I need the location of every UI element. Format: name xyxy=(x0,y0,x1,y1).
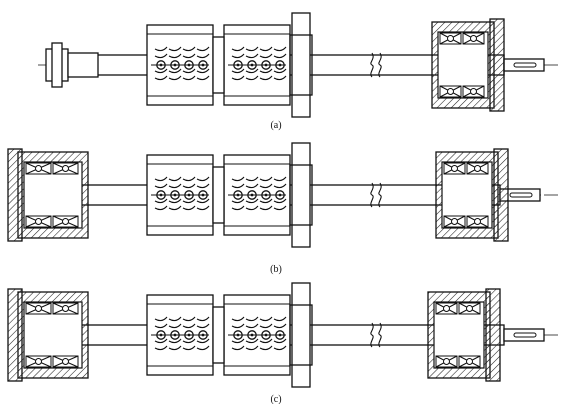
keyway xyxy=(509,192,533,198)
return-spring xyxy=(196,176,210,211)
right-end-cap xyxy=(493,148,509,242)
return-spring xyxy=(259,46,273,81)
bearing-ball xyxy=(62,305,69,312)
return-spring xyxy=(273,46,287,81)
shaft-break xyxy=(370,52,382,78)
nut-spacer xyxy=(212,166,225,224)
bearing-ball xyxy=(35,165,42,172)
left-journal xyxy=(67,52,99,78)
bearing-ball xyxy=(447,35,454,42)
bearing-ball xyxy=(474,165,481,172)
ball-nut xyxy=(223,294,291,376)
return-spring xyxy=(273,316,287,351)
panel-b: (b) xyxy=(7,142,560,275)
return-spring xyxy=(182,176,196,211)
right-end-cap xyxy=(489,18,505,112)
bearing-ball xyxy=(62,358,69,365)
right-bearing-housing xyxy=(431,21,495,109)
bearing-ball xyxy=(451,218,458,225)
bearing-ball xyxy=(443,358,450,365)
shaft-break xyxy=(370,322,382,348)
panel-label: (b) xyxy=(270,264,282,275)
return-spring xyxy=(154,316,168,351)
bearing-ball xyxy=(443,305,450,312)
nut-flange xyxy=(291,12,311,118)
left-bearing-housing xyxy=(17,151,89,239)
ball-nut xyxy=(146,24,214,106)
return-spring xyxy=(231,316,245,351)
return-spring xyxy=(182,46,196,81)
ball-nut xyxy=(223,24,291,106)
return-spring xyxy=(168,316,182,351)
shaft-break xyxy=(370,182,382,208)
bearing-ball xyxy=(466,305,473,312)
left-bearing-housing xyxy=(17,291,89,379)
return-spring xyxy=(273,176,287,211)
return-spring xyxy=(196,316,210,351)
bearing-ball xyxy=(466,358,473,365)
bearing-ball xyxy=(447,88,454,95)
flange-neck xyxy=(289,304,313,366)
bearing-ball xyxy=(470,35,477,42)
left-end-cap xyxy=(7,148,23,242)
return-spring xyxy=(231,176,245,211)
panel-label: (c) xyxy=(270,394,281,404)
return-spring xyxy=(245,316,259,351)
bearing-ball xyxy=(35,218,42,225)
keyway xyxy=(513,62,537,68)
shaft-journal xyxy=(503,328,545,342)
shaft-journal xyxy=(503,58,545,72)
bearing-ball xyxy=(470,88,477,95)
right-bearing-housing xyxy=(435,151,499,239)
left-lock-washer xyxy=(51,42,63,88)
return-spring xyxy=(245,176,259,211)
nut-flange xyxy=(291,282,311,388)
return-spring xyxy=(259,176,273,211)
return-spring xyxy=(154,176,168,211)
return-spring xyxy=(245,46,259,81)
panel-a: (a) xyxy=(38,12,560,131)
return-spring xyxy=(168,176,182,211)
ball-nut xyxy=(146,294,214,376)
bearing-ball xyxy=(451,165,458,172)
nut-spacer xyxy=(212,306,225,364)
return-spring xyxy=(154,46,168,81)
right-bearing-housing xyxy=(427,291,491,379)
keyway xyxy=(513,332,537,338)
bearing-ball xyxy=(35,305,42,312)
bearing-ball xyxy=(62,165,69,172)
ball-nut xyxy=(146,154,214,236)
return-spring xyxy=(182,316,196,351)
return-spring xyxy=(259,316,273,351)
bearing-ball xyxy=(474,218,481,225)
nut-spacer xyxy=(212,36,225,94)
bearing-ball xyxy=(62,218,69,225)
ball-nut xyxy=(223,154,291,236)
left-end-cap xyxy=(7,288,23,382)
return-spring xyxy=(231,46,245,81)
flange-neck xyxy=(289,164,313,226)
panel-c: (c) xyxy=(7,282,560,404)
right-end-cap xyxy=(485,288,501,382)
flange-neck xyxy=(289,34,313,96)
panel-label: (a) xyxy=(270,120,281,131)
return-spring xyxy=(168,46,182,81)
return-spring xyxy=(196,46,210,81)
bearing-ball xyxy=(35,358,42,365)
nut-flange xyxy=(291,142,311,248)
